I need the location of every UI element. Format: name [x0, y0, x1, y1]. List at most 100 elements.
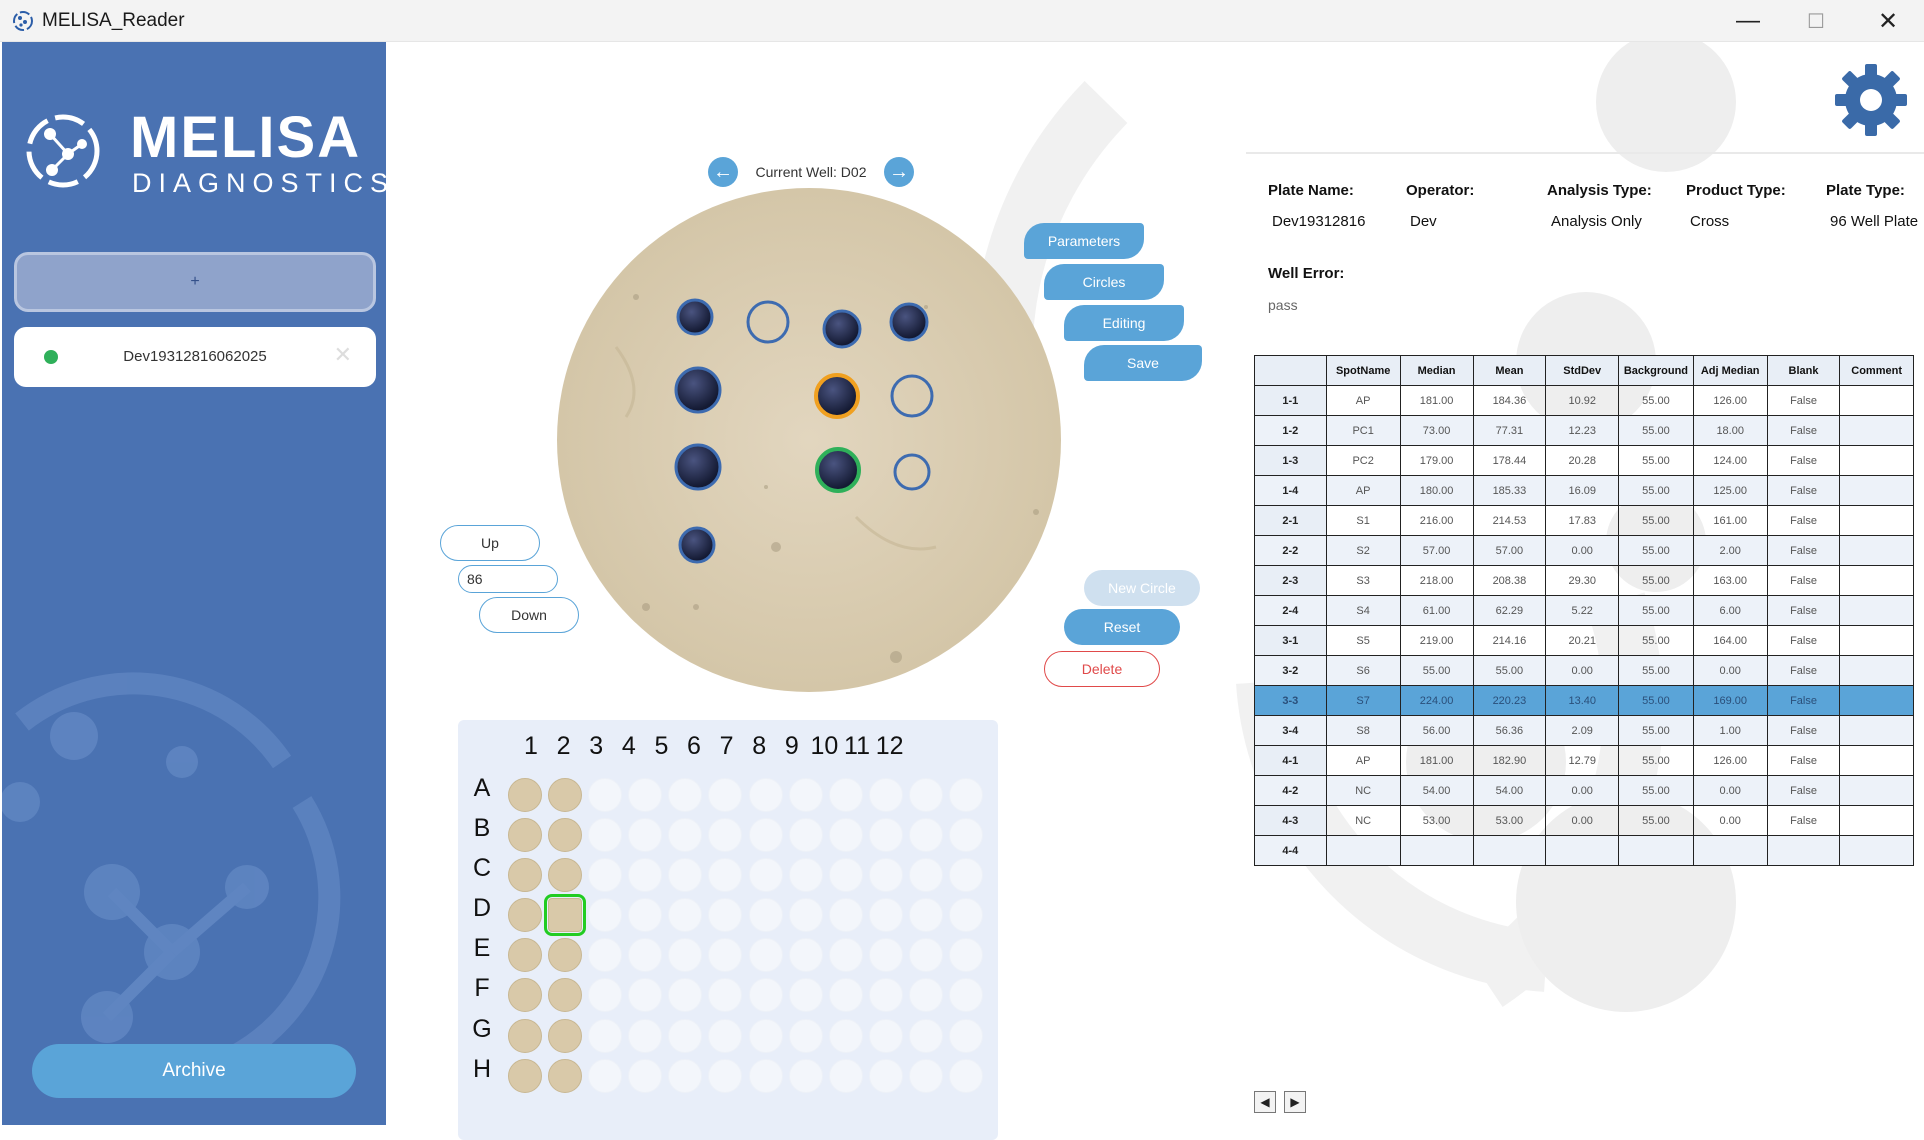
plate-well[interactable] [588, 858, 623, 893]
arrow-left-icon[interactable]: ← [708, 157, 738, 187]
plate-well[interactable] [628, 778, 663, 812]
plate-well[interactable] [668, 858, 703, 893]
plate-well[interactable] [788, 858, 823, 893]
plate-well[interactable] [748, 1018, 783, 1053]
plate-well[interactable] [588, 818, 623, 853]
plate-well[interactable] [868, 938, 903, 973]
plate-well[interactable] [788, 978, 823, 1013]
plate-well[interactable] [548, 938, 583, 973]
plate-well[interactable] [828, 1058, 863, 1093]
plate-well[interactable] [868, 978, 903, 1013]
plate-well[interactable] [628, 898, 663, 933]
plate-well[interactable] [908, 778, 943, 812]
plate-well[interactable] [748, 1058, 783, 1093]
plate-well[interactable] [628, 818, 663, 853]
archive-button[interactable]: Archive [32, 1044, 356, 1098]
plate-well[interactable] [828, 978, 863, 1013]
plate-well[interactable] [908, 898, 943, 933]
plate-well[interactable] [588, 1058, 623, 1093]
plate-well[interactable] [668, 938, 703, 973]
plate-well[interactable] [788, 1058, 823, 1093]
plate-well[interactable] [508, 858, 542, 893]
plate-well[interactable] [868, 1018, 903, 1053]
plate-well[interactable] [908, 1018, 943, 1053]
plate-well[interactable] [868, 898, 903, 933]
editing-button[interactable]: Editing [1064, 305, 1184, 341]
plate-well[interactable] [628, 1018, 663, 1053]
plate-well[interactable] [908, 1058, 943, 1093]
plate-well[interactable] [548, 778, 583, 812]
maximize-button[interactable]: ☐ [1807, 10, 1825, 33]
arrow-right-icon[interactable]: → [884, 157, 914, 187]
plate-well[interactable] [828, 898, 863, 933]
plate-well[interactable] [949, 938, 984, 973]
plate-well[interactable] [708, 898, 743, 933]
add-plate-button[interactable]: + [14, 252, 376, 312]
plate-well[interactable] [508, 938, 542, 973]
next-page-button[interactable]: ▶ [1284, 1091, 1306, 1113]
settings-gear-icon[interactable] [1833, 62, 1909, 138]
plate-well[interactable] [908, 818, 943, 853]
step-input[interactable] [458, 565, 558, 593]
plate-well[interactable] [868, 1058, 903, 1093]
plate-well[interactable] [588, 938, 623, 973]
parameters-button[interactable]: Parameters [1024, 223, 1144, 259]
plate-well[interactable] [548, 1058, 583, 1093]
plate-well[interactable] [508, 898, 542, 933]
plate-well[interactable] [668, 1058, 703, 1093]
plate-well[interactable] [828, 778, 863, 812]
new-circle-button[interactable]: New Circle [1084, 570, 1200, 606]
plate-well[interactable] [668, 978, 703, 1013]
plate-well[interactable] [588, 898, 623, 933]
plate-well[interactable] [628, 938, 663, 973]
plate-well[interactable] [708, 1058, 743, 1093]
close-window-button[interactable]: ✕ [1877, 7, 1899, 35]
plate-well[interactable] [508, 978, 542, 1013]
plate-well[interactable] [828, 818, 863, 853]
plate-well[interactable] [668, 778, 703, 812]
plate-well[interactable] [908, 978, 943, 1013]
plate-well[interactable] [788, 898, 823, 933]
plate-well[interactable] [868, 818, 903, 853]
plate-well[interactable] [548, 818, 583, 853]
plate-well[interactable] [828, 858, 863, 893]
plate-well[interactable] [828, 938, 863, 973]
plate-well[interactable] [508, 778, 542, 812]
delete-button[interactable]: Delete [1044, 651, 1160, 687]
plate-well[interactable] [588, 1018, 623, 1053]
down-button[interactable]: Down [479, 597, 579, 633]
save-button[interactable]: Save [1084, 345, 1202, 381]
plate-well[interactable] [588, 778, 623, 812]
plate-well[interactable] [949, 1058, 984, 1093]
plate-well[interactable] [588, 978, 623, 1013]
up-button[interactable]: Up [440, 525, 540, 561]
plate-well[interactable] [868, 858, 903, 893]
plate-well[interactable] [788, 778, 823, 812]
minimize-button[interactable]: — [1736, 7, 1760, 34]
plate-well[interactable] [668, 898, 703, 933]
table-row[interactable]: 4-4 [1254, 835, 1914, 866]
well-image[interactable] [556, 187, 1062, 693]
plate-well[interactable] [949, 898, 984, 933]
plate-well[interactable] [748, 858, 783, 893]
plate-well[interactable] [508, 818, 542, 853]
plate-well[interactable] [548, 1018, 583, 1053]
reset-button[interactable]: Reset [1064, 609, 1180, 645]
plate-well[interactable] [668, 1018, 703, 1053]
plate-well[interactable] [548, 858, 583, 893]
plate-well[interactable] [708, 858, 743, 893]
plate-well[interactable] [748, 978, 783, 1013]
plate-well[interactable] [548, 978, 583, 1013]
plate-well[interactable] [748, 898, 783, 933]
